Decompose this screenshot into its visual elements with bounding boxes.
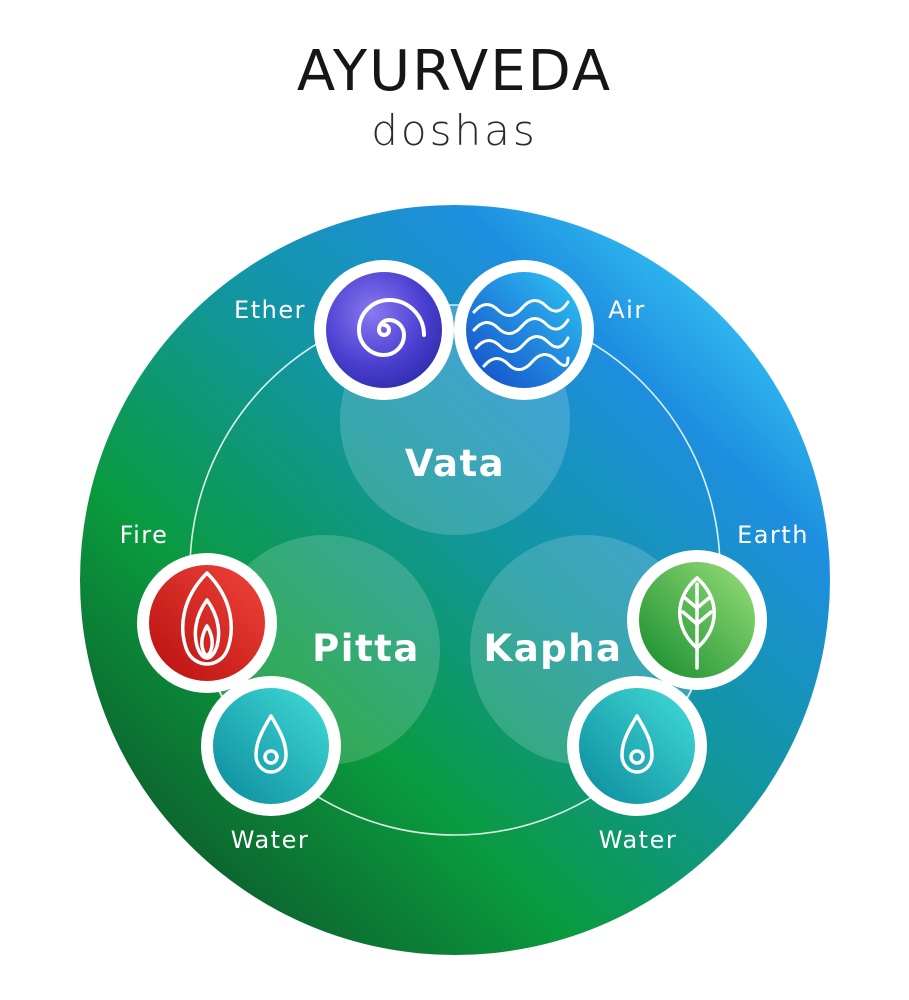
element-label-air: Air bbox=[608, 296, 645, 324]
element-label-water-kapha: Water bbox=[599, 826, 677, 854]
water-element-pitta bbox=[201, 676, 341, 816]
dosha-label-pitta: Pitta bbox=[312, 627, 420, 670]
water-drop-icon bbox=[620, 714, 654, 774]
page-subtitle: doshas bbox=[371, 106, 538, 155]
earth-element bbox=[627, 550, 767, 690]
leaf-icon bbox=[678, 576, 716, 670]
waves-icon bbox=[472, 299, 570, 371]
dosha-label-kapha: Kapha bbox=[484, 627, 623, 670]
fire-element bbox=[137, 553, 277, 693]
water-drop-icon bbox=[254, 714, 288, 774]
element-label-ether: Ether bbox=[234, 296, 306, 324]
water-element-kapha bbox=[567, 676, 707, 816]
element-label-water-pitta: Water bbox=[231, 826, 309, 854]
element-label-earth: Earth bbox=[737, 521, 809, 549]
element-label-fire: Fire bbox=[120, 521, 169, 549]
dosha-label-vata: Vata bbox=[405, 442, 505, 485]
page-title: AYURVEDA bbox=[296, 39, 613, 104]
spiral-icon bbox=[356, 297, 426, 358]
ether-element bbox=[314, 260, 454, 400]
flame-icon bbox=[181, 571, 233, 666]
air-element bbox=[454, 260, 594, 400]
